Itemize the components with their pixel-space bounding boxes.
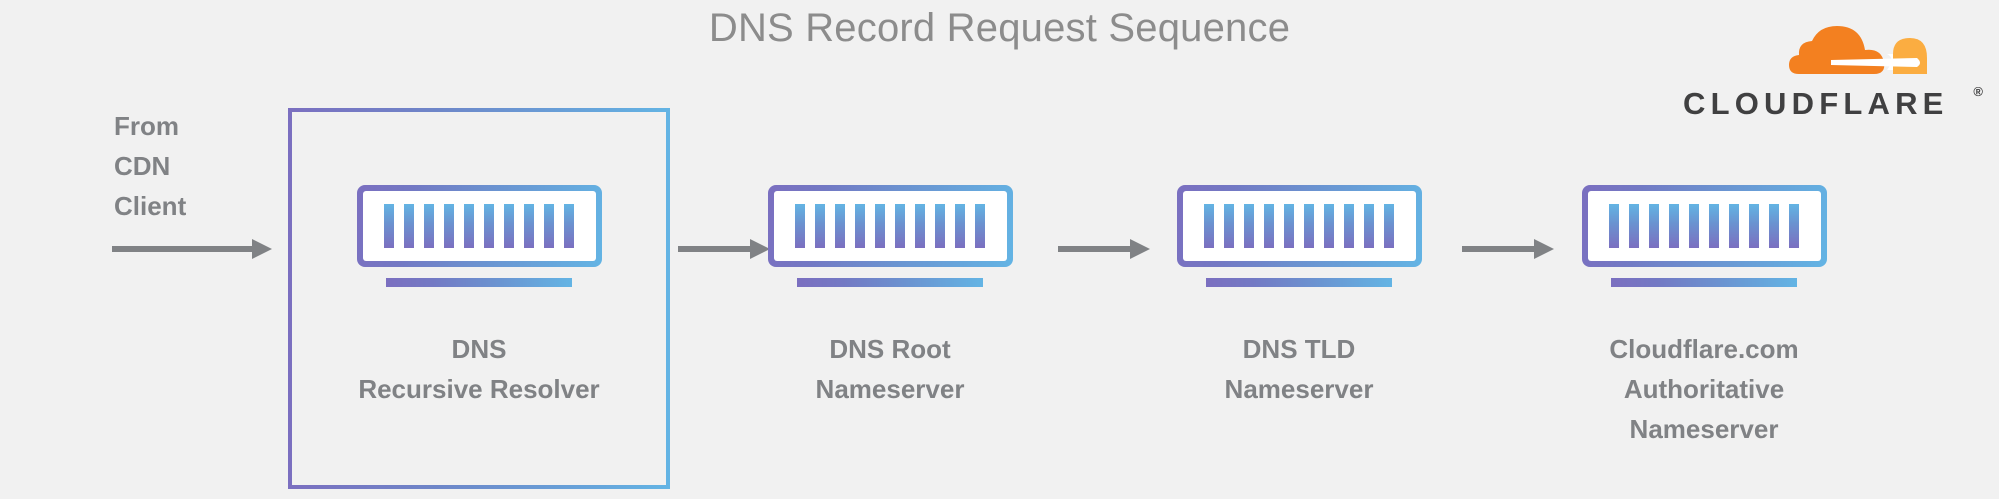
arrow-root-to-tld [1058, 236, 1150, 262]
node-dns-root-nameserver[interactable]: DNS Root Nameserver [740, 185, 1040, 409]
arrow-right-icon [112, 239, 272, 259]
server-icon-wrap [356, 185, 602, 287]
page-title: DNS Record Request Sequence [708, 6, 1291, 50]
server-icon-wrap [1581, 185, 1827, 287]
registered-trademark-icon: ® [1973, 84, 1983, 99]
arrow-resolver-to-root [678, 236, 770, 262]
node-label: DNS TLD Nameserver [1224, 334, 1374, 404]
node-label: DNS Root Nameserver [815, 334, 965, 404]
entry-source-label: From CDN Client [114, 111, 187, 221]
arrow-right-icon [1462, 239, 1554, 259]
arrow-right-icon [1058, 239, 1150, 259]
server-icon [767, 185, 1013, 267]
server-base-bar [385, 278, 573, 287]
node-cloudflare-authoritative-nameserver[interactable]: Cloudflare.com Authoritative Nameserver [1554, 185, 1854, 449]
server-icon-wrap [767, 185, 1013, 287]
server-base-bar [1205, 278, 1393, 287]
node-dns-recursive-resolver[interactable]: DNS Recursive Resolver [329, 185, 629, 409]
arrow-client-to-resolver [112, 236, 272, 262]
node-dns-tld-nameserver[interactable]: DNS TLD Nameserver [1149, 185, 1449, 409]
server-base-bar [1610, 278, 1798, 287]
cloudflare-wordmark: CLOUDFLARE [1683, 86, 1949, 121]
arrow-tld-to-authoritative [1462, 236, 1554, 262]
server-icon [1581, 185, 1827, 267]
server-base-bar [796, 278, 984, 287]
server-icon [1176, 185, 1422, 267]
server-icon [356, 185, 602, 267]
dns-recursive-resolver-highlight [288, 108, 670, 489]
cloudflare-cloud-icon [1789, 26, 1927, 74]
node-label: DNS Recursive Resolver [358, 334, 600, 404]
node-label: Cloudflare.com Authoritative Nameserver [1609, 334, 1799, 444]
cloudflare-logo: CLOUDFLARE ® [1681, 8, 1983, 121]
arrow-right-icon [678, 239, 770, 259]
server-icon-wrap [1176, 185, 1422, 287]
